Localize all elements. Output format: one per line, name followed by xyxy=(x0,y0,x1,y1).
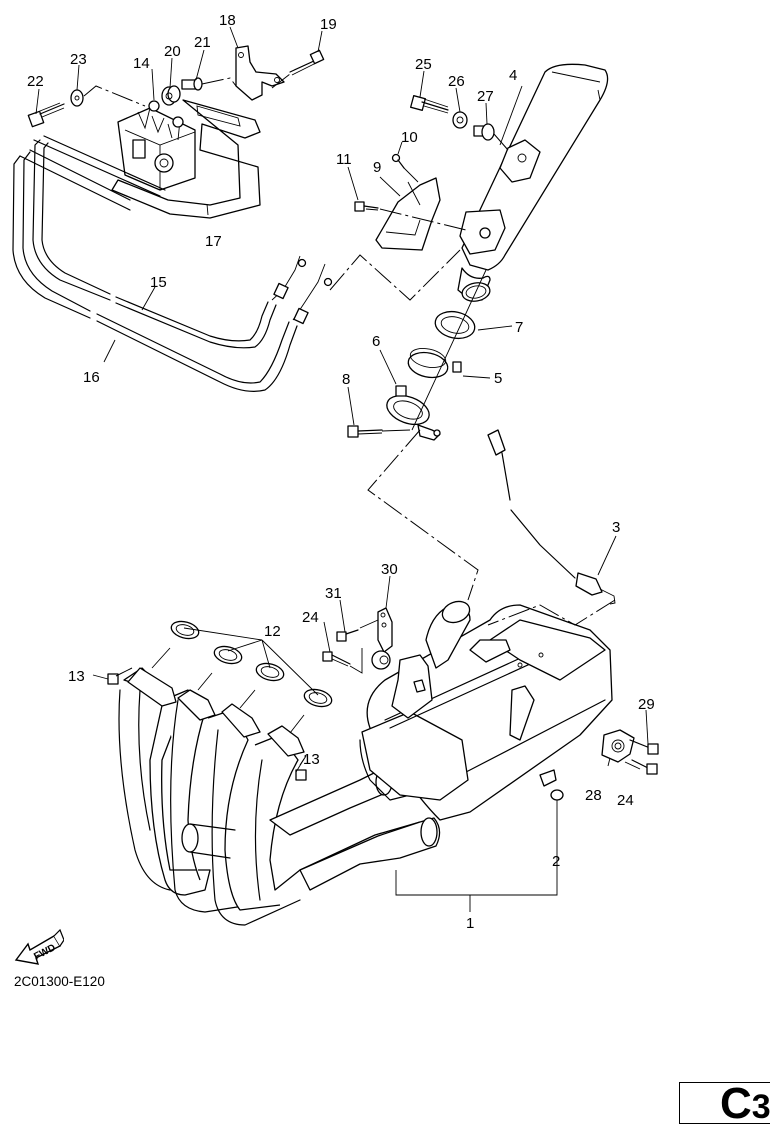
callout-18: 18 xyxy=(219,12,236,29)
servo-motor-14 xyxy=(117,100,196,191)
callout-13-left: 13 xyxy=(68,668,85,685)
assembly-axis-line xyxy=(411,269,487,431)
washer-26 xyxy=(452,111,468,129)
bolt-24-rear xyxy=(631,759,658,775)
forward-direction-arrow-icon: FWD xyxy=(14,928,64,965)
bolt-11 xyxy=(354,201,467,231)
callout-22: 22 xyxy=(27,73,44,90)
callout-3: 3 xyxy=(612,519,620,536)
callout-1: 1 xyxy=(466,915,474,932)
callout-5: 5 xyxy=(494,370,502,387)
connection-line-servo-cable xyxy=(329,249,461,301)
screw-10 xyxy=(391,153,419,183)
callout-21: 21 xyxy=(194,34,211,51)
bolt-29 xyxy=(629,739,659,755)
callout-14: 14 xyxy=(133,55,150,72)
callout-labels: 1 2 3 4 5 6 7 8 9 10 11 12 13 13 14 15 1… xyxy=(27,12,655,932)
bolt-24-front xyxy=(322,648,363,674)
callout-31: 31 xyxy=(325,585,342,602)
callout-29: 29 xyxy=(638,696,655,713)
joint-clamp-6 xyxy=(386,385,441,441)
callout-9: 9 xyxy=(373,159,381,176)
gasket-5 xyxy=(407,347,462,379)
callout-15: 15 xyxy=(150,274,167,291)
page-index-label: C3 xyxy=(720,1079,770,1129)
callout-27: 27 xyxy=(477,88,494,105)
connection-line-muffler-joint xyxy=(367,429,479,601)
callout-10: 10 xyxy=(401,129,418,146)
callout-26: 26 xyxy=(448,73,465,90)
cable-15 xyxy=(32,135,307,349)
callout-23: 23 xyxy=(70,51,87,68)
callout-12: 12 xyxy=(264,623,281,640)
exhaust-gaskets-12 xyxy=(151,620,333,734)
fwd-label: FWD xyxy=(32,942,57,962)
callout-24-front: 24 xyxy=(302,609,319,626)
bolt-8 xyxy=(347,425,411,438)
collar-21 xyxy=(181,77,237,91)
gasket-ring-7 xyxy=(434,310,476,340)
callout-4: 4 xyxy=(509,67,517,84)
callout-11: 11 xyxy=(336,151,352,168)
page-index-box: C3 xyxy=(679,1079,770,1128)
callout-17: 17 xyxy=(205,233,222,250)
protector-9 xyxy=(375,177,441,251)
damper-20 xyxy=(161,85,181,106)
callout-20: 20 xyxy=(164,43,181,60)
page-number: 3 xyxy=(751,1088,770,1126)
bolt-31 xyxy=(336,619,379,642)
bolt-19 xyxy=(271,49,325,89)
bolt-25 xyxy=(410,95,449,114)
stay-18 xyxy=(235,45,285,101)
exhaust-header-pipes xyxy=(118,667,441,926)
leader-lines xyxy=(35,26,649,912)
oxygen-sensor-3 xyxy=(487,429,616,605)
drawing-code: 2C01300-E120 xyxy=(14,974,105,989)
callout-19: 19 xyxy=(320,16,337,33)
callout-8: 8 xyxy=(342,371,350,388)
callout-13-right: 13 xyxy=(303,751,320,768)
page-letter: C xyxy=(720,1079,752,1128)
bolt-22 xyxy=(27,102,65,128)
callout-2: 2 xyxy=(552,853,560,870)
cable-16 xyxy=(12,149,333,392)
servo-bracket-17 xyxy=(111,99,261,219)
muffler-1 xyxy=(359,600,613,821)
exhaust-flanges xyxy=(127,667,305,757)
callout-28: 28 xyxy=(585,787,602,804)
bracket-30 xyxy=(371,607,393,670)
muffler-cap-2 xyxy=(550,789,564,801)
washer-23 xyxy=(70,85,146,107)
callout-25: 25 xyxy=(415,56,432,73)
callout-16: 16 xyxy=(83,369,100,386)
callout-24-rear: 24 xyxy=(617,792,634,809)
callout-6: 6 xyxy=(372,333,380,350)
callout-30: 30 xyxy=(381,561,398,578)
callout-7: 7 xyxy=(515,319,523,336)
damper-28 xyxy=(601,729,635,763)
connection-line-sensor xyxy=(487,599,616,626)
